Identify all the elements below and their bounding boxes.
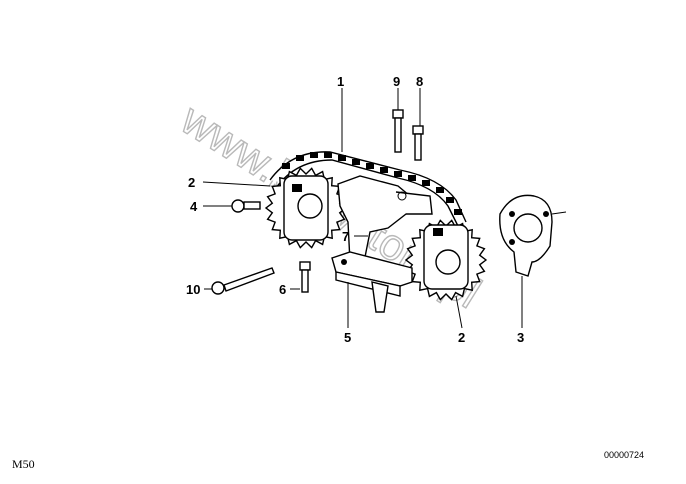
sprocket-left <box>264 167 348 249</box>
chain-link <box>310 152 318 158</box>
callout-9: 9 <box>393 74 400 89</box>
bolt-9 <box>392 109 404 153</box>
chain-link <box>352 159 360 165</box>
model-code: M50 <box>12 457 35 471</box>
diagram-reference-number: 00000724 <box>604 450 645 460</box>
leader-lines <box>202 88 523 329</box>
chain-link <box>324 152 332 158</box>
chain-link <box>446 197 454 203</box>
callout-6: 6 <box>279 282 286 297</box>
bolt-6 <box>299 261 311 293</box>
bolt-8 <box>412 125 424 161</box>
chain-guide-bracket <box>331 251 413 313</box>
chain-link <box>422 180 430 186</box>
callout-2-left: 2 <box>188 175 195 190</box>
callout-1: 1 <box>337 74 344 89</box>
callout-3: 3 <box>517 330 524 345</box>
chain-guide-rail <box>337 175 433 263</box>
callout-5: 5 <box>344 330 351 345</box>
chain-link <box>338 155 346 161</box>
chain-link <box>436 187 444 193</box>
chain-link <box>380 167 388 173</box>
chain-link <box>366 163 374 169</box>
chain-link <box>282 163 290 169</box>
callout-7: 7 <box>342 229 349 244</box>
callout-10: 10 <box>186 282 200 297</box>
callout-4: 4 <box>190 199 198 214</box>
bolt-4 <box>231 199 261 213</box>
chain-link <box>454 209 462 215</box>
bolt-10 <box>211 267 275 295</box>
cover-plate <box>499 194 567 277</box>
chain-link <box>408 175 416 181</box>
sprocket-right <box>404 219 488 301</box>
chain-link <box>296 155 304 161</box>
chain-link <box>394 171 402 177</box>
callout-2-right: 2 <box>458 330 465 345</box>
callout-8: 8 <box>416 74 423 89</box>
